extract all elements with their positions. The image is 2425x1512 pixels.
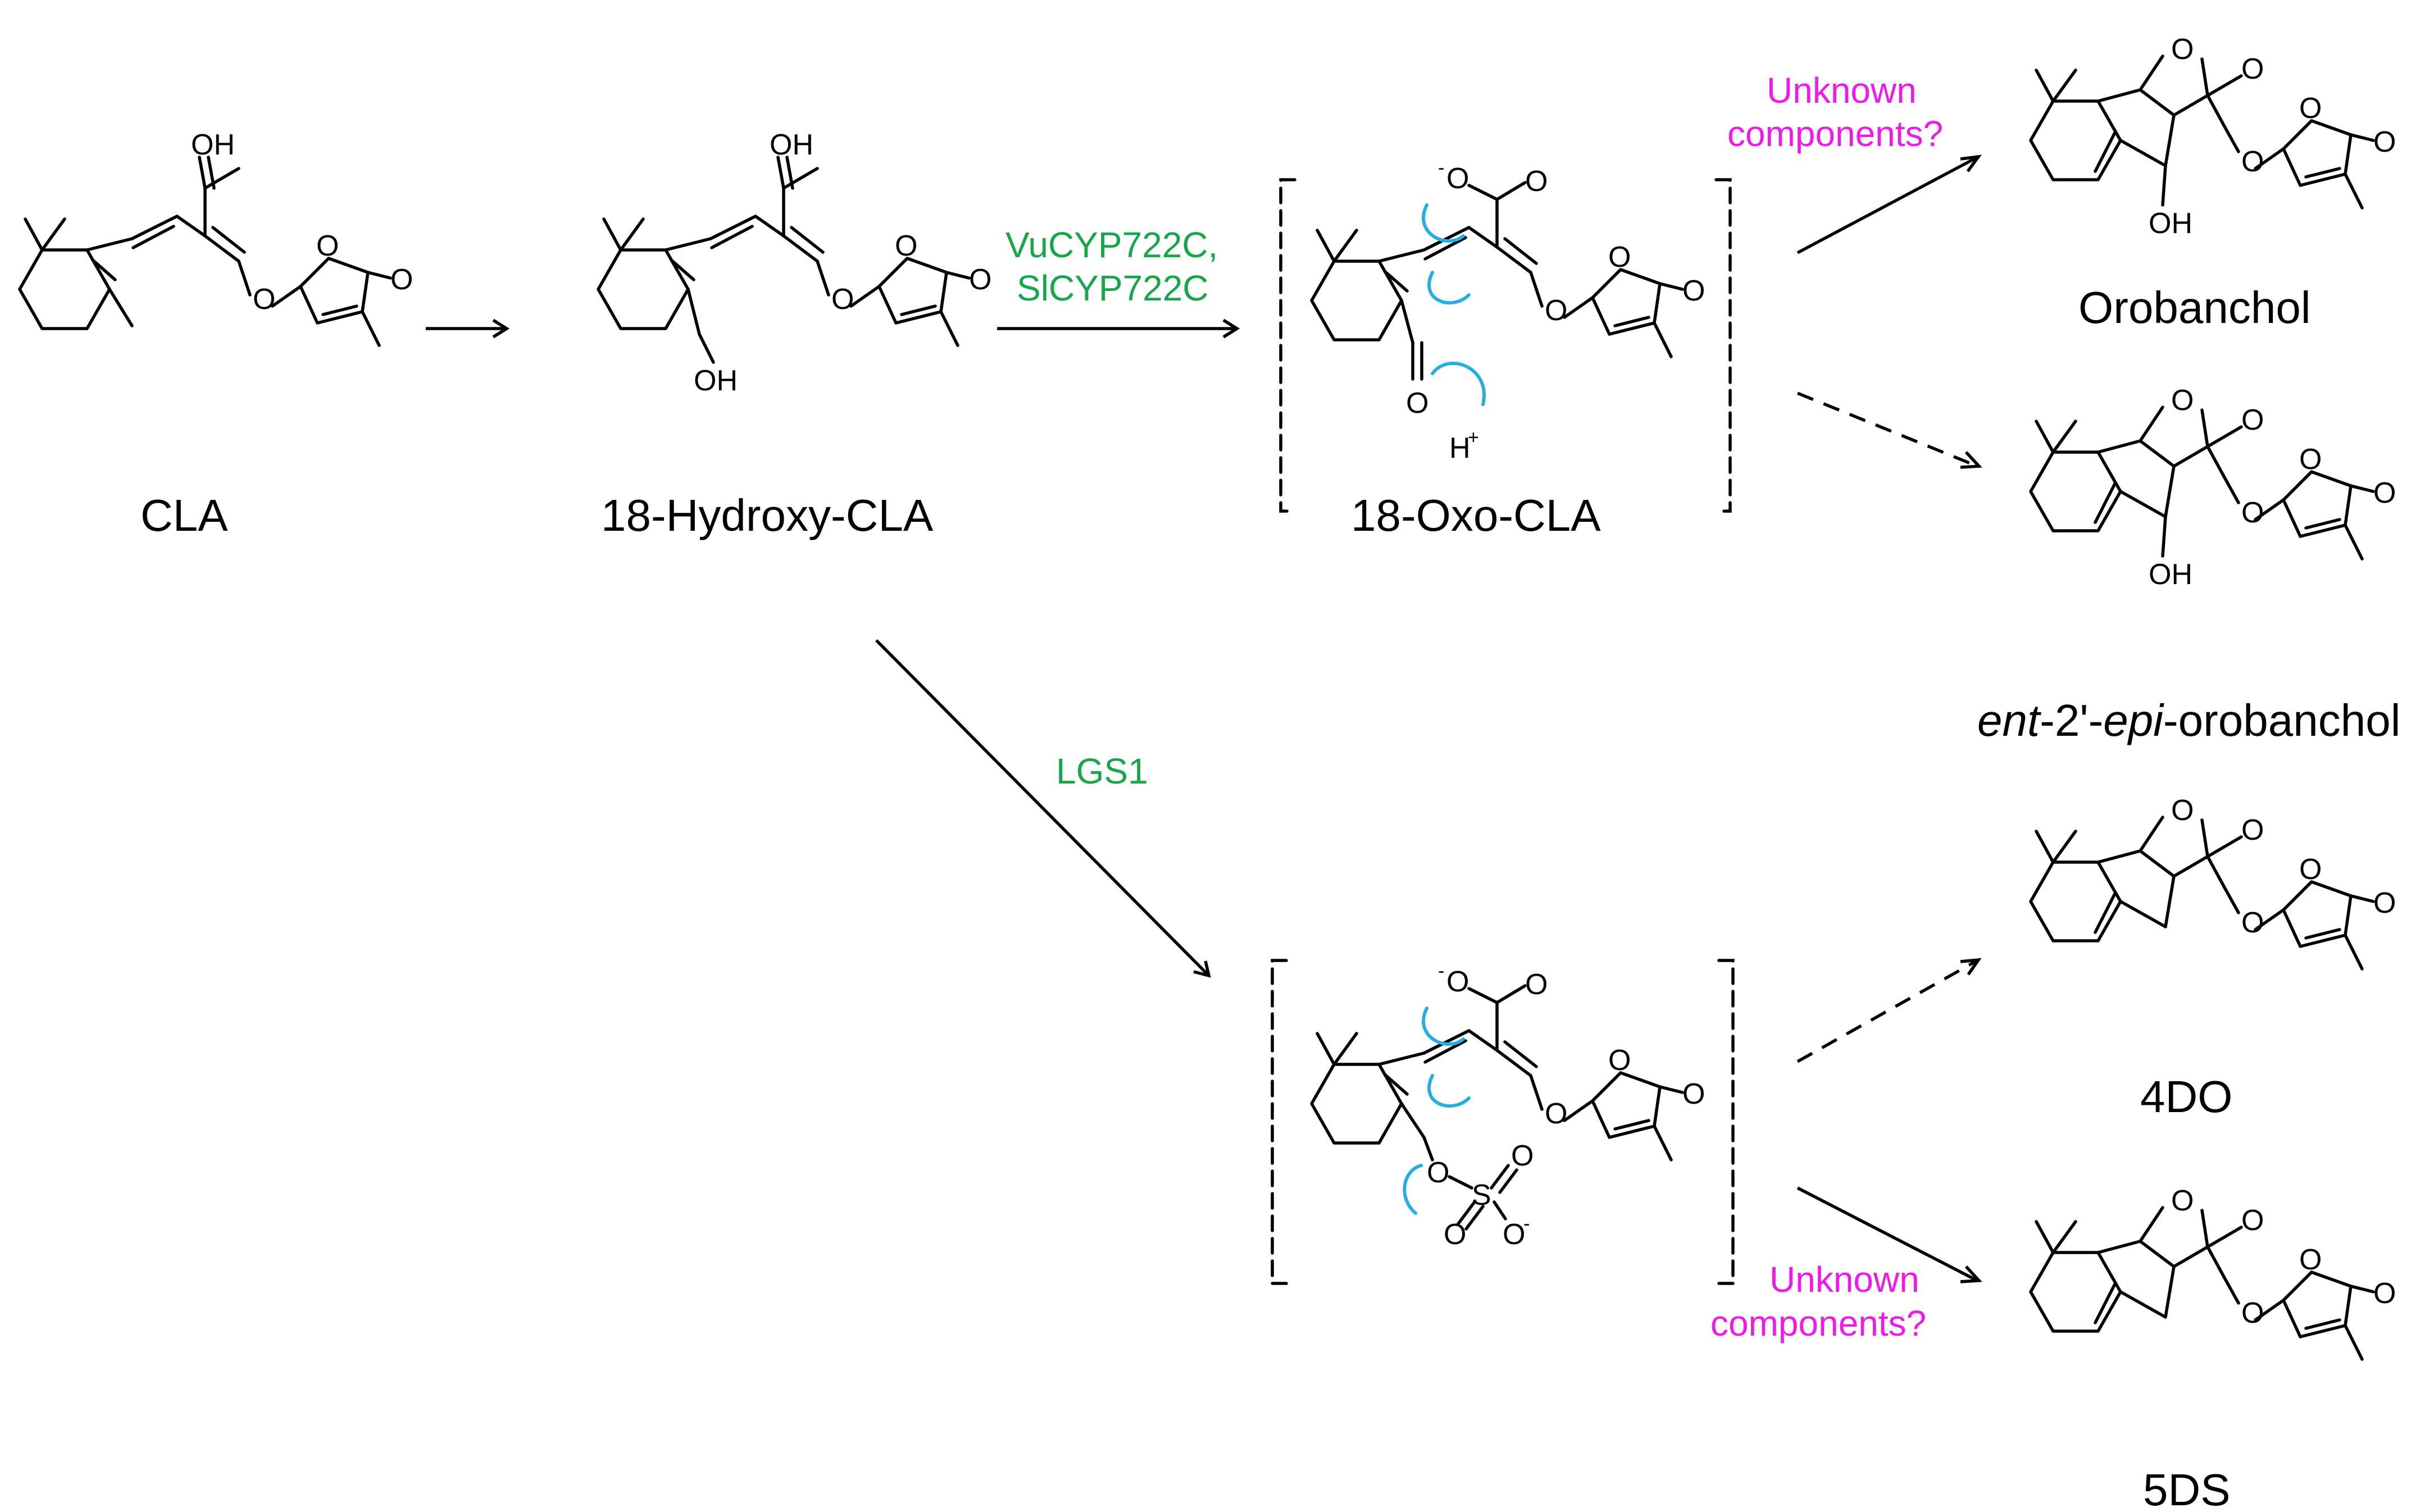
atom-label: O (2241, 907, 2264, 939)
atom-label: O (2171, 1185, 2194, 1217)
compound-label-18-hydroxy-cla: 18-Hydroxy-CLA (601, 490, 934, 540)
atom-label: O (2241, 814, 2264, 846)
unknown-components-bottom-line2: components? (1710, 1303, 1926, 1344)
atom-label: O (969, 263, 991, 296)
molecule-18-hydroxy-cla: OH OH O O O (597, 129, 991, 397)
atom-label: O (895, 230, 917, 262)
atom-label: O (1503, 1218, 1525, 1251)
atom-label: O (1682, 275, 1705, 307)
compound-label-5ds: 5DS (2143, 1465, 2231, 1512)
atom-label: O (2241, 145, 2264, 178)
electron-arrow (1431, 362, 1486, 406)
charge-label: - (1438, 960, 1444, 982)
atom-label: O (1511, 1140, 1534, 1172)
reaction-arrow-hydroxy-to-oxo (997, 318, 1240, 339)
atom-label: O (1446, 966, 1469, 998)
atom-label: O (1545, 294, 1567, 327)
atom-label: O (2373, 477, 2396, 509)
atom-label: O (2171, 384, 2194, 417)
atom-label: O (2241, 497, 2264, 529)
atom-label: O (316, 230, 339, 262)
atom-label: OH (2149, 558, 2192, 591)
molecule-18-oxo-cla: O - O O H + O O O (1279, 157, 1732, 513)
enzyme-label-vucyp722c: VuCYP722C, (1006, 225, 1218, 265)
atom-label: O (2299, 92, 2322, 125)
atom-label: O (2241, 1297, 2264, 1329)
charge-label: - (1438, 157, 1444, 179)
reaction-arrow-sulfate-to-4do (1796, 958, 1982, 1063)
atom-label: O (2241, 404, 2264, 436)
atom-label: S (1472, 1179, 1491, 1212)
molecule-orobanchol: O O OH O O O (2029, 33, 2396, 240)
atom-label: OH (770, 129, 813, 161)
atom-label: OH (694, 365, 738, 397)
atom-label: O (1682, 1078, 1705, 1110)
compound-label-ent-2-epi-orobanchol: ent-2'-epi-orobanchol (1977, 695, 2401, 745)
atom-label: O (2171, 794, 2194, 827)
atom-label: O (2171, 33, 2194, 66)
atom-label: O (1427, 1156, 1449, 1189)
atom-label: O (2241, 53, 2264, 85)
unknown-components-top-line1: Unknown (1767, 70, 1917, 111)
atom-label: O (1444, 1218, 1466, 1251)
unknown-components-top-line2: components? (1727, 113, 1943, 154)
compound-label-orobanchol: Orobanchol (2078, 283, 2311, 333)
molecule-sulfate-intermediate: O - O O S O O O - O O O (1271, 959, 1735, 1285)
atom-label: O (1446, 162, 1469, 195)
atom-label: O (390, 263, 413, 296)
atom-label: O (2373, 887, 2396, 919)
atom-label: O (1608, 1044, 1631, 1077)
atom-label: O (2241, 1204, 2264, 1237)
molecule-ent-2-epi-orobanchol: O O OH O O O (2029, 384, 2396, 591)
atom-label: H (1449, 432, 1471, 464)
atom-label: O (2373, 1277, 2396, 1310)
atom-label: O (2299, 443, 2322, 476)
electron-arrow (1422, 1007, 1465, 1046)
atom-label: O (1525, 968, 1548, 1001)
atom-label: O (2373, 126, 2396, 158)
reaction-arrow-hydroxy-to-sulfate (875, 639, 1211, 978)
atom-label: O (2299, 853, 2322, 886)
atom-label: OH (191, 129, 235, 161)
enzyme-label-slcyp722c: SlCYP722C (1017, 268, 1209, 308)
unknown-components-bottom-line1: Unknown (1769, 1259, 1919, 1300)
atom-label: O (1545, 1097, 1567, 1130)
compound-label-4do: 4DO (2140, 1072, 2233, 1122)
atom-label: OH (2149, 207, 2192, 240)
compound-label-cla: CLA (140, 490, 228, 540)
electron-arrow (1427, 271, 1471, 305)
atom-label: O (1406, 387, 1428, 420)
atom-label: O (831, 283, 854, 316)
electron-arrow (1427, 1074, 1471, 1108)
charge-label: - (1523, 1213, 1530, 1235)
reaction-arrow-oxo-to-ent-epi (1796, 391, 1982, 469)
atom-label: O (1525, 165, 1548, 198)
charge-label: + (1468, 427, 1479, 448)
atom-label: O (253, 283, 275, 316)
reaction-arrow-sulfate-to-5ds (1796, 1186, 1982, 1283)
electron-arrow (1422, 203, 1465, 243)
molecule-cla: OH O O O O (18, 129, 413, 347)
enzyme-label-lgs1: LGS1 (1056, 751, 1148, 791)
atom-label: O (1608, 241, 1631, 274)
molecule-4do: O O O O O (2029, 794, 2396, 971)
compound-label-18-oxo-cla: 18-Oxo-CLA (1351, 490, 1601, 540)
reaction-arrow-cla-to-hydroxy (426, 318, 510, 339)
molecule-5ds: O O O O O (2029, 1185, 2396, 1361)
electron-arrow (1403, 1164, 1423, 1215)
reaction-arrow-oxo-to-orobanchol (1796, 154, 1982, 254)
atom-label: O (2299, 1244, 2322, 1276)
